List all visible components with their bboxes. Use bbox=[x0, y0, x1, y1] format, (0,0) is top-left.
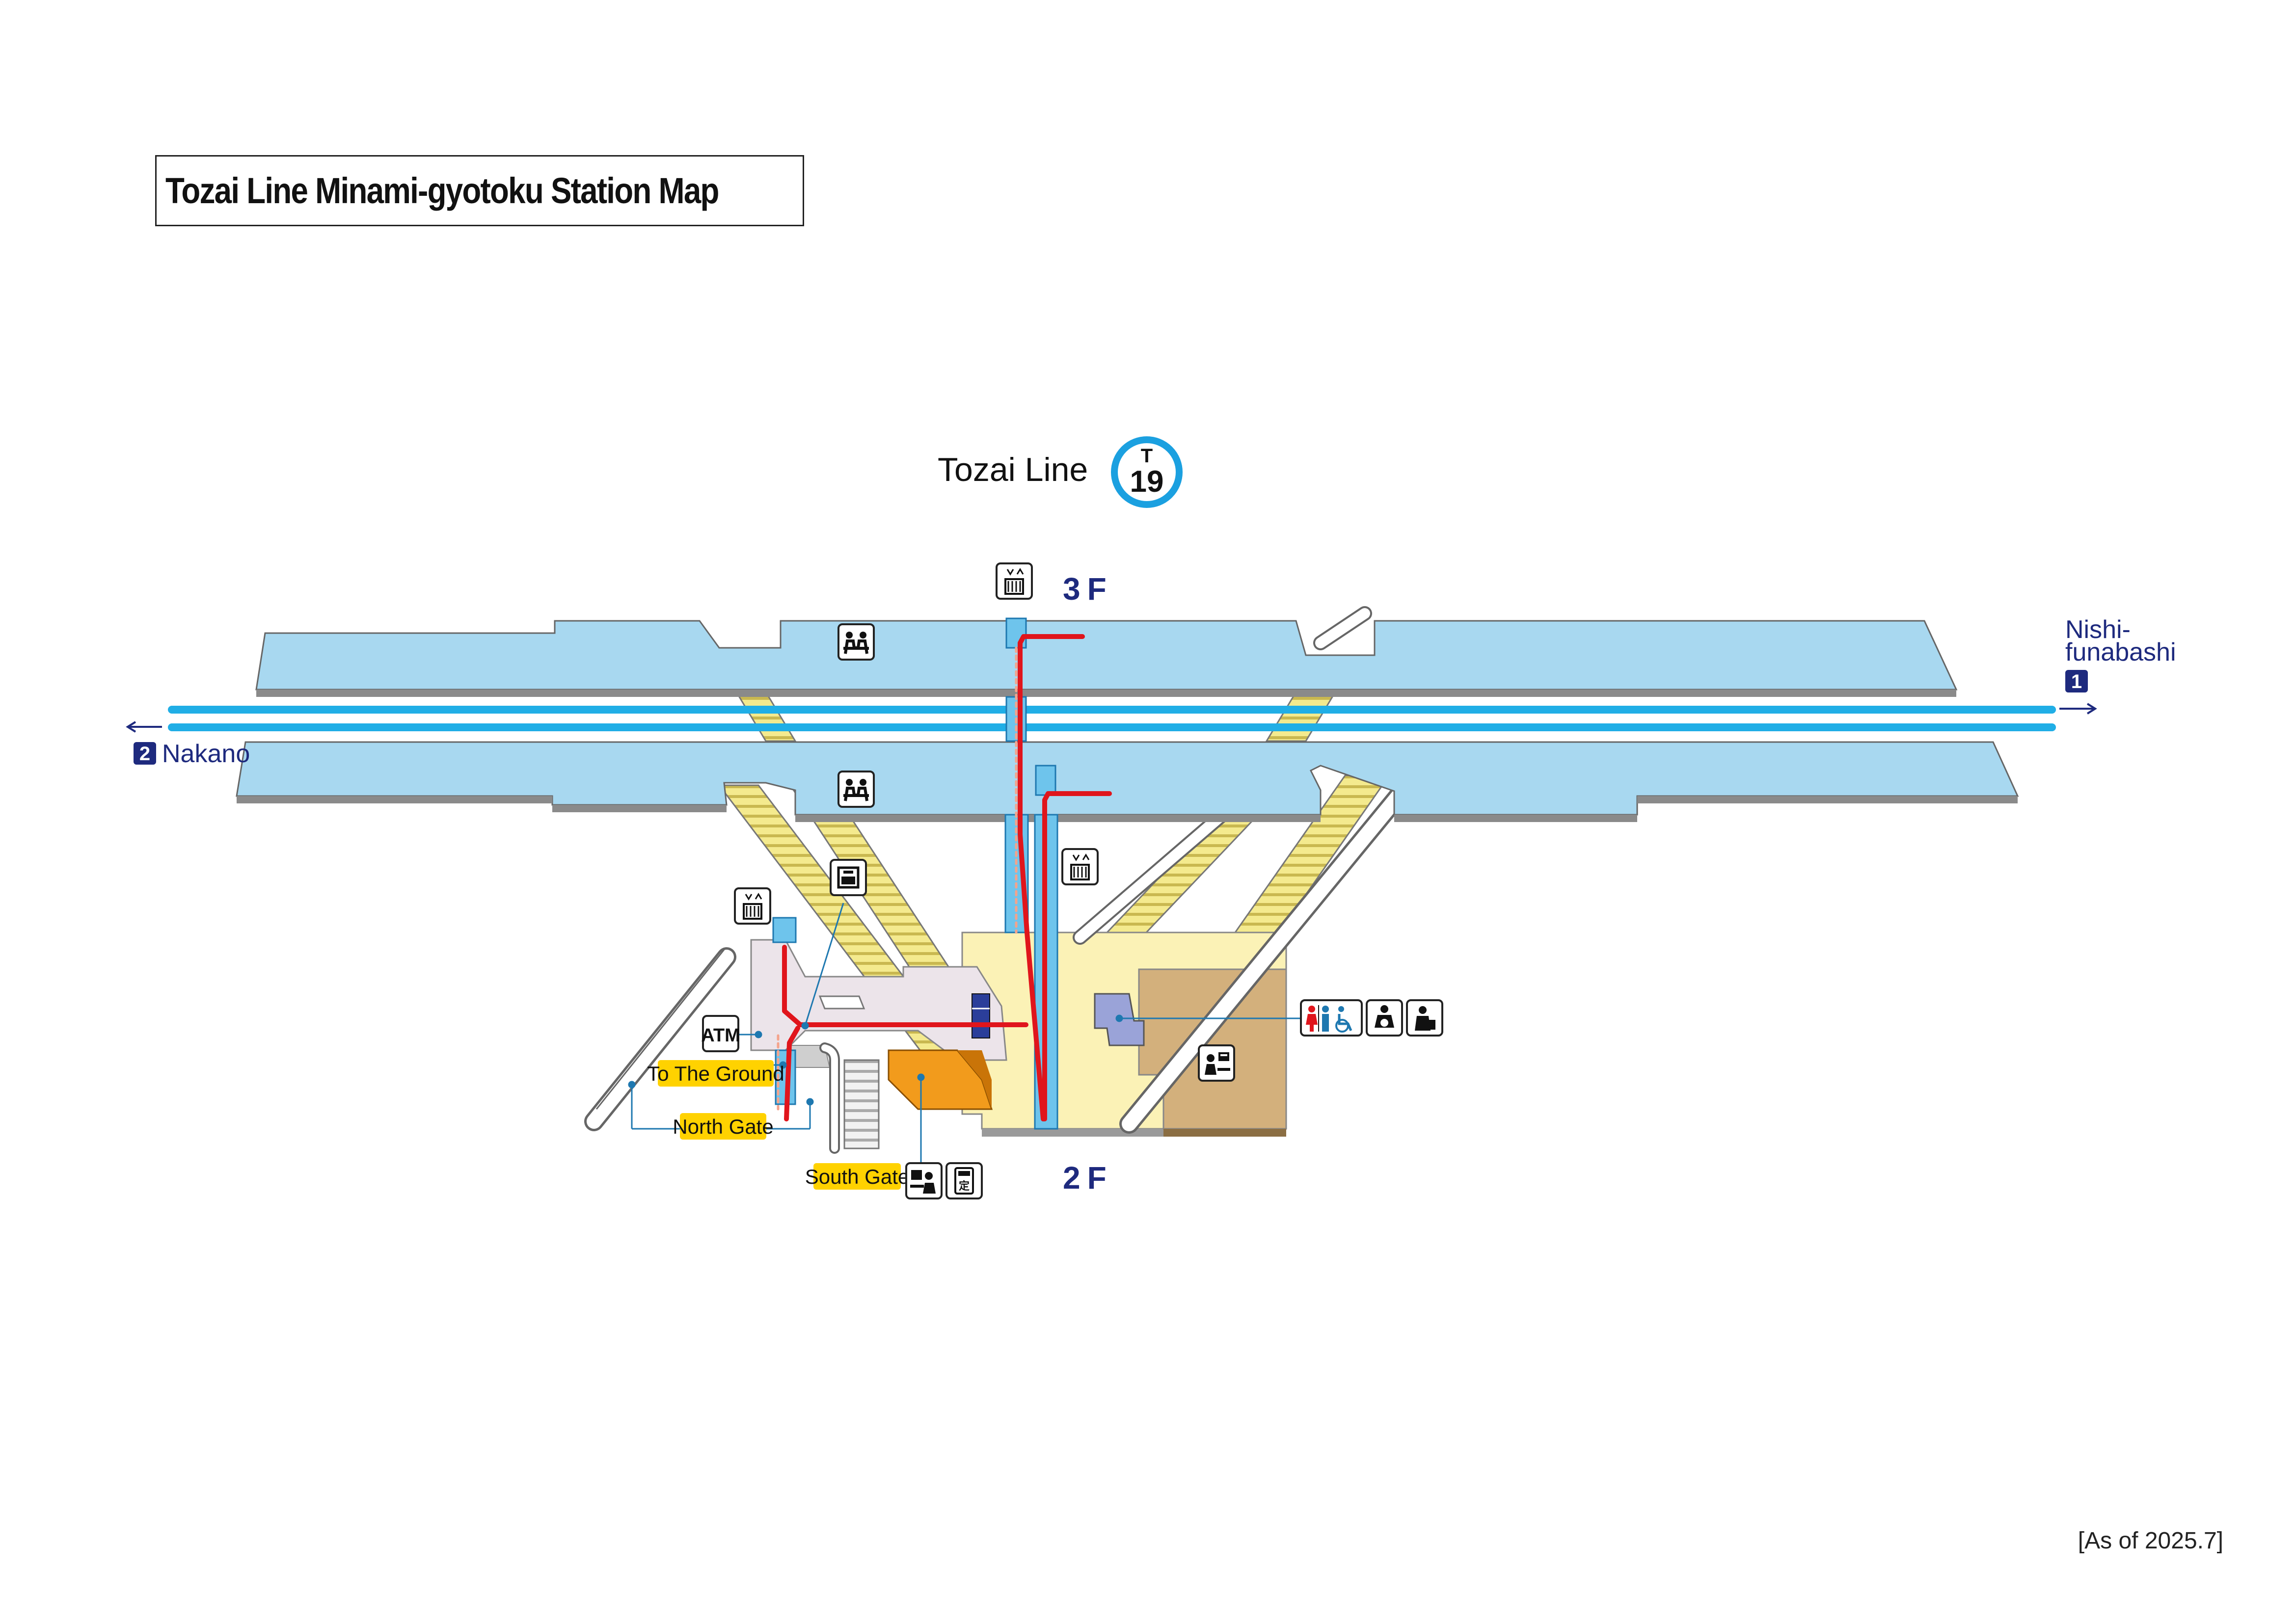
label-south-gate: South Gate bbox=[805, 1163, 909, 1190]
shop-side bbox=[957, 1050, 992, 1109]
platform-lower bbox=[236, 741, 2019, 816]
station-number-ring bbox=[1111, 436, 1183, 508]
changing-room-icon bbox=[1406, 999, 1443, 1037]
svg-text:ATM: ATM bbox=[701, 1025, 740, 1046]
escalator-south-gate bbox=[821, 1044, 838, 1152]
track-number-badge-2 bbox=[134, 742, 156, 765]
station-code-number: 19 bbox=[1130, 465, 1164, 499]
track-number-badge-1 bbox=[2065, 670, 2088, 692]
station-code-letter: T bbox=[1141, 445, 1153, 467]
escalator-north-exit bbox=[587, 950, 734, 1129]
atm-icon: ATM bbox=[701, 1015, 740, 1052]
toilet-icon bbox=[1300, 999, 1363, 1037]
route-upper-platform bbox=[1018, 634, 1085, 1121]
label-north-gate: North Gate bbox=[673, 1113, 774, 1140]
elevator-lower-car bbox=[1035, 765, 1056, 796]
barrier-free-route bbox=[777, 634, 1112, 1121]
platform-upper-edge bbox=[256, 690, 1956, 697]
office-edge bbox=[1163, 1129, 1286, 1137]
route-lower-platform bbox=[1042, 791, 1112, 1121]
commuter-pass-machine-icon: 定 bbox=[945, 1162, 983, 1199]
stair-upper-left bbox=[735, 691, 797, 742]
floor-label-3f: 3F bbox=[1063, 571, 1113, 607]
station-office-icon bbox=[1198, 1044, 1235, 1082]
elevator-upper-car bbox=[1005, 617, 1027, 649]
atm-booth bbox=[818, 995, 865, 1010]
svg-text:North Gate: North Gate bbox=[673, 1115, 773, 1138]
destination-east: Nishi- funabashi 1 bbox=[2059, 615, 2176, 715]
floor-label-2f: 2F bbox=[1063, 1160, 1113, 1196]
escalator-upper-platform bbox=[1315, 608, 1370, 648]
line-badge: Tozai Line T 19 bbox=[938, 436, 1183, 508]
track-number-1: 1 bbox=[2071, 671, 2082, 692]
escalator-right-platform bbox=[1122, 788, 1406, 1131]
callout-lines bbox=[628, 903, 1301, 1175]
ticket-gate-1 bbox=[972, 993, 990, 1038]
label-to-the-ground: To The Ground bbox=[647, 1060, 784, 1087]
destination-west: 2 Nakano bbox=[126, 721, 250, 768]
destination-east-line1: Nishi- bbox=[2065, 615, 2131, 644]
elevator-icon bbox=[734, 887, 771, 925]
elevator-icon bbox=[1061, 848, 1099, 885]
map-title-box: Tozai Line Minami-gyotoku Station Map bbox=[155, 155, 804, 226]
elevator-icon bbox=[996, 562, 1033, 600]
as-of-date: [As of 2025.7] bbox=[2078, 1528, 2223, 1554]
stair-upper-right bbox=[1265, 691, 1337, 742]
map-title: Tozai Line Minami-gyotoku Station Map bbox=[165, 170, 719, 211]
platform-upper bbox=[255, 620, 1958, 691]
track-number-2: 2 bbox=[139, 743, 150, 765]
waiting-bench-icon bbox=[837, 771, 875, 808]
platform-lower-edge bbox=[237, 796, 552, 803]
coin-locker-icon bbox=[830, 859, 867, 896]
stair-south-gate bbox=[843, 1059, 880, 1149]
svg-text:定: 定 bbox=[959, 1180, 970, 1193]
destination-east-line2: funabashi bbox=[2065, 638, 2176, 666]
platforms-3f bbox=[168, 620, 2056, 822]
svg-text:South Gate: South Gate bbox=[805, 1165, 909, 1188]
destination-west-name: Nakano bbox=[162, 740, 250, 768]
svg-text:To The Ground: To The Ground bbox=[647, 1062, 784, 1085]
elevator-ground-car bbox=[772, 917, 797, 943]
route-concourse bbox=[782, 945, 1028, 1027]
baby-care-icon bbox=[1366, 999, 1403, 1037]
line-name: Tozai Line bbox=[938, 451, 1088, 488]
ticket-office-icon bbox=[905, 1162, 943, 1199]
waiting-bench-icon bbox=[837, 623, 875, 661]
route-to-ground bbox=[784, 1026, 800, 1121]
